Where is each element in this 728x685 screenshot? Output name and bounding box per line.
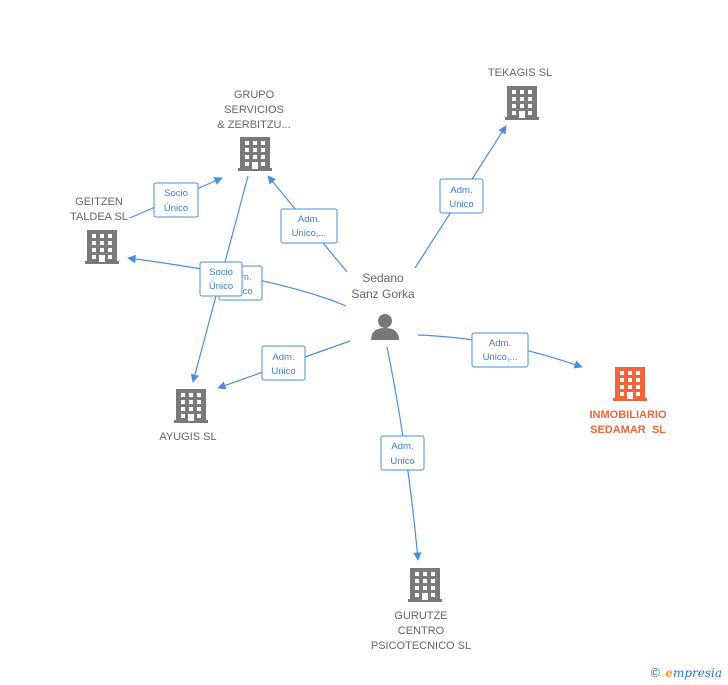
- building-icon: [408, 568, 442, 602]
- edge-label-box: [380, 435, 425, 471]
- building-icon: [238, 137, 272, 171]
- company-node-grupo[interactable]: GRUPO SERVICIOS & ZERBITZU...: [217, 89, 291, 171]
- person-name-line1: Sedano: [362, 271, 404, 285]
- label-text: GRUPO: [234, 89, 275, 101]
- label-text: Unico: [449, 199, 473, 210]
- label-text: PSICOTECNICO SL: [371, 640, 471, 652]
- label-text: Unico: [390, 456, 414, 467]
- company-node-ayugis[interactable]: AYUGIS SL: [159, 389, 217, 443]
- company-node-gurutze[interactable]: GURUTZE CENTRO PSICOTECNICO SL: [371, 568, 471, 652]
- label-text: Socio: [209, 267, 233, 278]
- edge-label-box: [199, 261, 243, 297]
- label-text: AYUGIS SL: [159, 431, 216, 443]
- brand-footer: ©empresia: [649, 666, 722, 680]
- label-text: Unico: [271, 366, 295, 377]
- brand-name: mpresia: [672, 666, 722, 680]
- edge-label-box: [280, 208, 338, 244]
- label-text: Único: [164, 203, 188, 214]
- edge-label-box: [471, 332, 529, 368]
- edge-label-person-grupo[interactable]: Adm. Unico,...: [280, 208, 338, 244]
- edge-label-grupo-ayugis[interactable]: Socio Único: [199, 261, 243, 297]
- edge-label-person-inmobiliario[interactable]: Adm. Unico,...: [471, 332, 529, 368]
- edge-label-person-ayugis[interactable]: Adm. Unico: [261, 345, 306, 381]
- label-text: Adm.: [272, 352, 294, 363]
- label-text: TALDEA SL: [70, 211, 128, 223]
- label-text: Adm.: [298, 214, 320, 225]
- copyright-icon: ©: [649, 666, 662, 680]
- building-icon: [85, 230, 119, 264]
- building-icon: [613, 367, 647, 401]
- company-node-tekagis[interactable]: TEKAGIS SL: [488, 67, 552, 120]
- company-node-inmobiliario[interactable]: INMOBILIARIO SEDAMAR SL: [590, 367, 667, 436]
- label-text: CENTRO: [398, 625, 445, 637]
- label-text: GEITZEN: [75, 196, 123, 208]
- building-icon: [505, 86, 539, 120]
- label-text: Adm.: [489, 338, 511, 349]
- label-text: TEKAGIS SL: [488, 67, 552, 79]
- brand-e: e: [665, 666, 673, 680]
- person-icon: [371, 314, 399, 340]
- label-text: SEDAMAR SL: [590, 424, 666, 436]
- label-text: Unico,...: [483, 352, 518, 363]
- label-text: Unico,...: [292, 228, 327, 239]
- label-text: INMOBILIARIO: [590, 409, 667, 421]
- edge-label-geitzen-grupo[interactable]: Socio Único: [153, 182, 199, 218]
- edge-label-person-gurutze[interactable]: Adm. Unico: [380, 435, 425, 471]
- label-text: Adm.: [450, 185, 472, 196]
- label-text: Adm.: [391, 441, 413, 452]
- building-icon: [174, 389, 208, 423]
- edge-label-box: [261, 345, 306, 381]
- person-node[interactable]: Sedano Sanz Gorka: [351, 271, 415, 340]
- label-text: Socio: [164, 188, 188, 199]
- label-text: & ZERBITZU...: [217, 119, 290, 131]
- label-text: GURUTZE: [394, 610, 447, 622]
- person-name-line2: Sanz Gorka: [351, 287, 415, 301]
- edge-label-box: [153, 182, 199, 218]
- company-node-geitzen[interactable]: GEITZEN TALDEA SL: [70, 196, 128, 264]
- label-text: Único: [209, 281, 233, 292]
- edge-label-person-tekagis[interactable]: Adm. Unico: [439, 178, 484, 214]
- edge-label-box: [439, 178, 484, 214]
- label-text: SERVICIOS: [224, 104, 284, 116]
